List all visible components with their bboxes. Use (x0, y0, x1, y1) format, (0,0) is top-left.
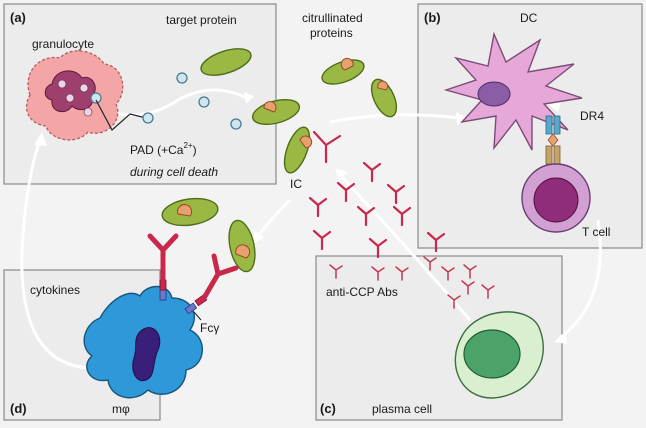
panel-c-letter: (c) (320, 401, 336, 416)
calcium-ions (142, 72, 242, 130)
citrullinated-protein-1 (251, 98, 301, 126)
dr4-label: DR4 (580, 109, 604, 123)
ic-protein-left (161, 197, 219, 227)
arrow-plasma-to-ic (338, 173, 472, 321)
t-cell (521, 163, 591, 233)
panel-a-letter: (a) (10, 10, 26, 25)
panel-b-letter: (b) (424, 10, 441, 25)
arrow-plasma-to-ic-head (335, 168, 347, 181)
citrullinated-label: citrullinated (302, 11, 363, 25)
ic-protein-right (228, 219, 256, 273)
ic-label: IC (290, 177, 302, 191)
arrow-to-dc-head (456, 112, 468, 125)
arrow-t-to-plasma (559, 219, 602, 340)
fc-receptor-label: Fcγ (200, 321, 219, 335)
target-protein (200, 48, 252, 76)
granulocyte-label: granulocyte (32, 37, 94, 51)
arrow-cytokine-loop-head (34, 132, 47, 146)
plasma-cell (454, 311, 544, 399)
target-protein-label: target protein (166, 13, 237, 27)
dc-label: DC (520, 11, 538, 25)
cell-death-note: during cell death (130, 165, 218, 179)
plasma-cell-label: plasma cell (372, 402, 432, 416)
panel-d-letter: (d) (10, 401, 27, 416)
ic-antibody (312, 130, 342, 164)
t-cell-label: T cell (582, 225, 610, 239)
anti-ccp-label: anti-CCP Abs (326, 285, 398, 299)
arrow-dc-dr4-head (548, 101, 561, 112)
cytokines-label: cytokines (30, 283, 80, 297)
arrow-release (99, 88, 251, 117)
bound-antibodies (147, 233, 239, 301)
free-antibodies (308, 161, 495, 309)
citrullinated-protein-3 (370, 78, 398, 118)
granulocyte (25, 50, 124, 141)
citrullinated-protein-2 (321, 57, 365, 85)
arrow-t-to-plasma-head (554, 332, 567, 344)
macrophage-label: mφ (112, 402, 130, 416)
arrow-release-head (244, 92, 254, 104)
pad-label: PAD (+Ca2+) (130, 141, 197, 157)
proteins-label: proteins (310, 26, 353, 40)
arrow-ic-to-m (256, 198, 292, 237)
macrophage (83, 285, 204, 399)
arrow-ic-to-m-head (253, 231, 265, 244)
citrullinated-protein-4 (283, 126, 313, 174)
arrow-cytokine-loop (20, 139, 101, 370)
pad-leader-line (95, 99, 147, 131)
